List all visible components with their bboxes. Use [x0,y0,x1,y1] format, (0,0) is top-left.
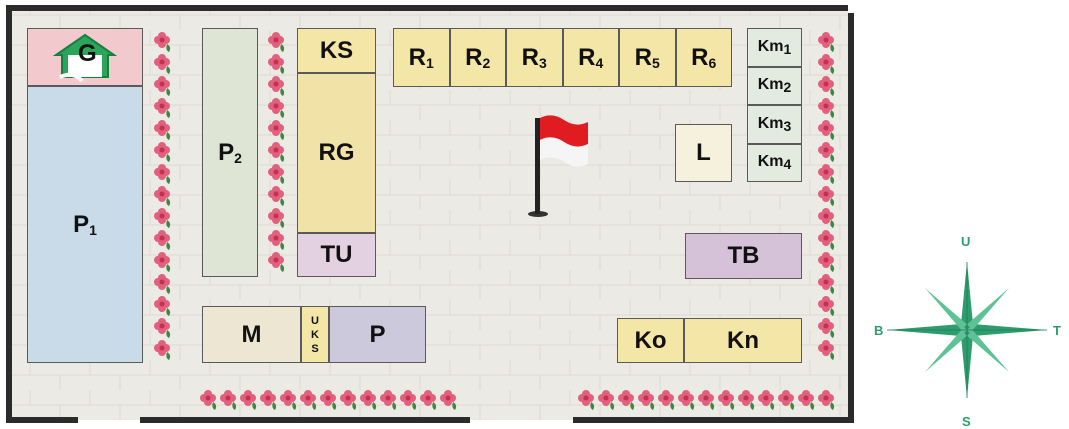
p2-sub: 2 [234,149,242,166]
room-km3: Km3 [747,105,802,144]
room-r5: R5 [619,28,676,87]
label-r3: R3 [521,43,547,71]
label-tu: TU [320,241,353,268]
room-uks: U K S [301,306,329,363]
label-kn: Kn [727,326,759,354]
label-r4: R4 [578,43,604,71]
room-ko: Ko [617,318,684,363]
label-ko: Ko [634,326,667,354]
label-r1: R1 [408,43,434,71]
compass-rose [887,262,1047,398]
room-r1: R1 [393,28,450,87]
compass-south: S [962,414,971,429]
compass-west: B [874,323,884,338]
label-p2: P2 [218,139,242,167]
p2-letter: P [218,138,235,166]
room-p1: P1 [27,86,143,363]
label-km1: Km1 [757,37,792,57]
room-rg: RG [297,73,376,233]
label-km2: Km2 [757,76,792,96]
label-r2: R2 [465,43,491,71]
room-r4: R4 [562,28,619,87]
compass-north: U [961,234,971,249]
flag-pole [528,115,588,217]
room-km4: Km4 [747,143,802,182]
house-icon [52,33,118,83]
label-g: G [78,40,97,67]
label-p1: P1 [73,211,97,239]
room-km1: Km1 [747,28,802,67]
label-l: L [696,139,711,166]
room-tb: TB [685,233,802,279]
uks-s: S [311,342,319,355]
room-r2: R2 [449,28,506,87]
room-tu: TU [297,233,376,277]
room-r6: R6 [675,28,732,87]
room-p: P [329,306,426,363]
room-ks: KS [297,28,376,73]
outer-wall [6,5,854,423]
label-rg: RG [318,139,355,166]
room-kn: Kn [684,318,802,363]
compass-east: T [1053,323,1061,338]
label-km3: Km3 [757,114,792,134]
room-km2: Km2 [747,66,802,105]
p1-sub: 1 [89,221,97,238]
room-m: M [202,306,301,363]
room-r3: R3 [506,28,563,87]
uks-u: U [311,314,319,327]
label-ks: KS [319,36,354,64]
room-g: G [27,28,143,86]
label-r5: R5 [634,43,660,71]
label-km4: Km4 [757,153,792,173]
label-tb: TB [727,242,760,269]
uks-k: K [311,328,319,341]
room-p2: P2 [202,28,258,277]
p1-letter: P [73,210,90,238]
label-m: M [241,320,262,348]
room-l: L [675,124,732,182]
label-p: P [369,320,386,348]
label-r6: R6 [691,43,717,71]
